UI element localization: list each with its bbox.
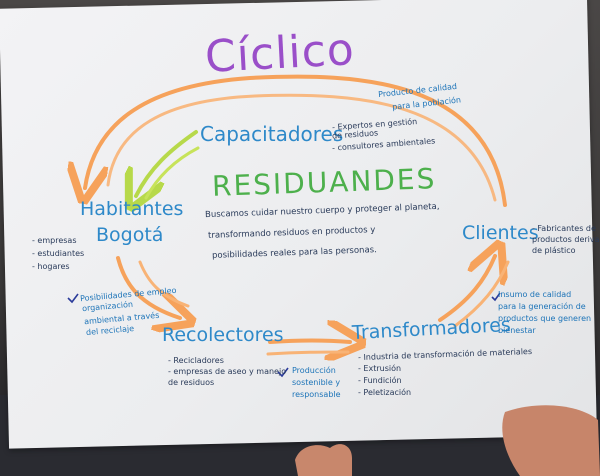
note-trans-4: - Peletización <box>358 388 412 397</box>
check-mark-left <box>67 293 79 304</box>
arrow-trans-cli <box>438 256 495 322</box>
arc-top-inner <box>106 93 497 202</box>
check-mark-prod <box>277 367 289 378</box>
note-clib-4: bienestar <box>498 326 536 335</box>
note-prod-3: responsable <box>292 390 341 399</box>
note-clib-3: productos que generen <box>498 314 592 323</box>
note-hab-1: - empresas <box>32 236 77 245</box>
node-habitantes-2: Bogotá <box>96 224 164 246</box>
node-recolectores: Recolectores <box>162 324 284 346</box>
note-clib-2: para la generación de <box>498 302 586 311</box>
arrow-rec-trans <box>268 341 350 343</box>
note-rec-3: de residuos <box>168 378 215 387</box>
node-capacitadores: Capacitadores <box>200 122 344 146</box>
note-prod-1: Producción <box>292 366 336 375</box>
node-habitantes-1: Habitantes <box>80 198 184 220</box>
check-mark-right <box>491 292 501 302</box>
note-prod-2: sostenible y <box>292 378 341 387</box>
arrow-green <box>136 130 198 196</box>
note-cli-1: - Fabricantes de <box>532 224 596 233</box>
note-cli-3: de plástico <box>532 246 576 255</box>
arc-top-outer <box>85 74 507 207</box>
hand-left <box>295 444 352 476</box>
note-trans-2: - Extrusión <box>358 364 402 373</box>
note-rec-2: - empresas de aseo y manejo <box>168 367 287 376</box>
hand-right <box>502 405 600 476</box>
note-hab-2: - estudiantes <box>32 249 85 258</box>
node-clientes: Clientes <box>462 222 539 244</box>
arrow-hab-rec <box>116 256 180 318</box>
note-clib-1: Insumo de calidad <box>498 290 572 299</box>
note-rec-1: - Recicladores <box>168 356 224 365</box>
note-cli-2: productos derivados <box>532 235 600 244</box>
note-hab-3: - hogares <box>32 262 70 271</box>
poster-title: Cíclico <box>203 24 356 83</box>
note-trans-3: - Fundición <box>358 376 402 385</box>
